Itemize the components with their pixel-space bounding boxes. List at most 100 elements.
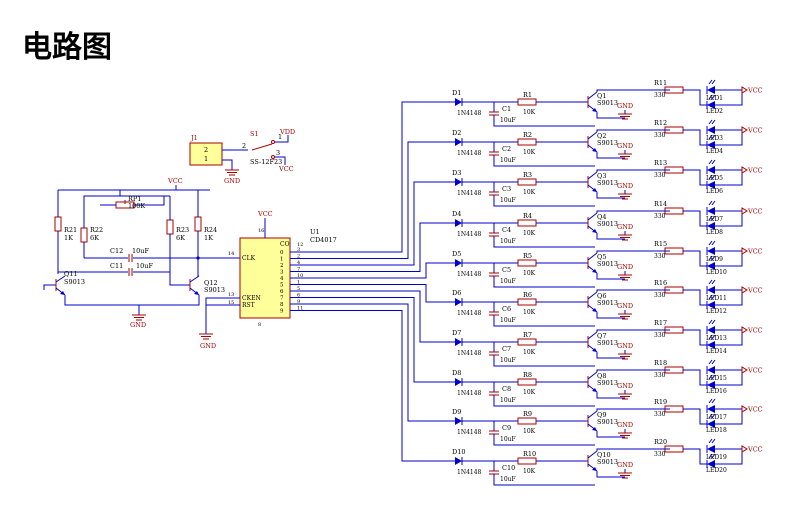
ic-pin-name: 1 (280, 257, 284, 263)
ground-label: GND (617, 421, 633, 429)
led-ray (708, 94, 713, 100)
wire (493, 195, 595, 207)
led-ray (711, 294, 716, 300)
wire (493, 315, 595, 327)
transistor-collector (587, 252, 598, 261)
resistor-value: 330 (654, 253, 666, 260)
r22-value: 6K (90, 234, 99, 242)
transistor-value: S9013 (597, 418, 618, 426)
r24-value: 1K (204, 234, 213, 242)
led-ref: LED17 (706, 414, 727, 421)
ground-label: GND (617, 223, 633, 231)
wire (290, 290, 455, 343)
ground-label: GND (617, 142, 633, 150)
resistor-ref: R13 (654, 159, 667, 167)
wire (64, 295, 200, 306)
transistor-collector (587, 371, 598, 380)
resistor-ref: R1 (523, 91, 532, 99)
transistor-q10 (592, 467, 597, 471)
ic-pin-number: 10 (297, 273, 303, 279)
vcc-arrow-icon (741, 366, 748, 374)
diode-d8 (455, 378, 462, 386)
led-ray (708, 215, 713, 221)
header-pin-label: 1 (204, 155, 208, 163)
transistor-collector (587, 91, 598, 100)
wire (290, 222, 455, 272)
diode-value: 1N4148 (457, 350, 482, 357)
led-ray (711, 359, 716, 365)
diode-value: 1N4148 (457, 190, 482, 197)
resistor-ref: R15 (654, 240, 667, 248)
ic-pin-name: 9 (280, 309, 284, 315)
ic-pin-name: 6 (280, 289, 284, 295)
wire (692, 129, 743, 146)
ic-pin-number: 13 (228, 292, 234, 298)
q12-value: S9013 (204, 286, 225, 294)
led-led17 (707, 405, 715, 413)
transistor-q8 (592, 388, 597, 392)
led-ray (708, 453, 713, 459)
wire (197, 258, 199, 277)
switch-contact (271, 140, 275, 144)
diode-d4 (455, 219, 462, 227)
wire (83, 190, 121, 212)
q12-ref: Q12 (204, 279, 218, 287)
led-led5 (707, 166, 715, 174)
resistor-ref: R6 (523, 291, 532, 299)
transistor-q1 (592, 108, 597, 112)
wire (493, 355, 595, 367)
resistor-value: 330 (654, 411, 666, 418)
transistor-q3 (592, 188, 597, 192)
q11-ref: Q11 (64, 270, 78, 278)
header-ref: J1 (190, 134, 198, 142)
diode-ref: D8 (452, 369, 461, 377)
header-pin-label: 2 (204, 146, 208, 154)
c11-value: 10uF (136, 262, 153, 270)
resistor-ref: R18 (654, 359, 667, 367)
resistor-value: 330 (654, 92, 666, 99)
switch-ref: S1 (250, 130, 259, 138)
vcc-label: VCC (167, 177, 183, 185)
led-ray (711, 134, 716, 140)
resistor-r2 (517, 138, 537, 146)
led-ref: LED3 (706, 135, 723, 142)
vcc-label: VCC (747, 248, 763, 256)
rp1-ref: RP1 (128, 195, 141, 203)
led-ray (708, 79, 713, 85)
transistor-collector (55, 275, 66, 283)
switch-part-label: SS-12F23 (250, 158, 282, 166)
led-ray (708, 374, 713, 380)
led-ray (708, 294, 713, 300)
capacitor-value: 10uF (500, 117, 516, 124)
led-led6 (707, 181, 715, 189)
ic-pin-name: 8 (280, 302, 284, 308)
led-led3 (707, 126, 715, 134)
diode-value: 1N4148 (457, 110, 482, 117)
diode-value: 1N4148 (457, 231, 482, 238)
led-ref: LED20 (706, 467, 727, 474)
diode-d7 (455, 338, 462, 346)
wire (205, 297, 240, 330)
vcc-label: VCC (747, 127, 763, 135)
ic-pin-name: CO (280, 241, 290, 248)
led-led9 (707, 247, 715, 255)
resistor-value: 10K (523, 389, 536, 396)
ic-vcc-label: VCC (257, 210, 273, 218)
led-ray (711, 319, 716, 325)
resistor-r24 (194, 216, 202, 232)
led-ref: LED16 (706, 388, 727, 395)
wire (290, 141, 455, 259)
led-ray (711, 215, 716, 221)
wire (493, 276, 595, 288)
diode-ref: D1 (452, 89, 461, 97)
vcc-arrow-icon (741, 405, 748, 413)
led-ray (708, 119, 713, 125)
resistor-value: 10K (523, 270, 536, 277)
resistor-r4 (517, 219, 537, 227)
led-ref: LED15 (706, 375, 727, 382)
